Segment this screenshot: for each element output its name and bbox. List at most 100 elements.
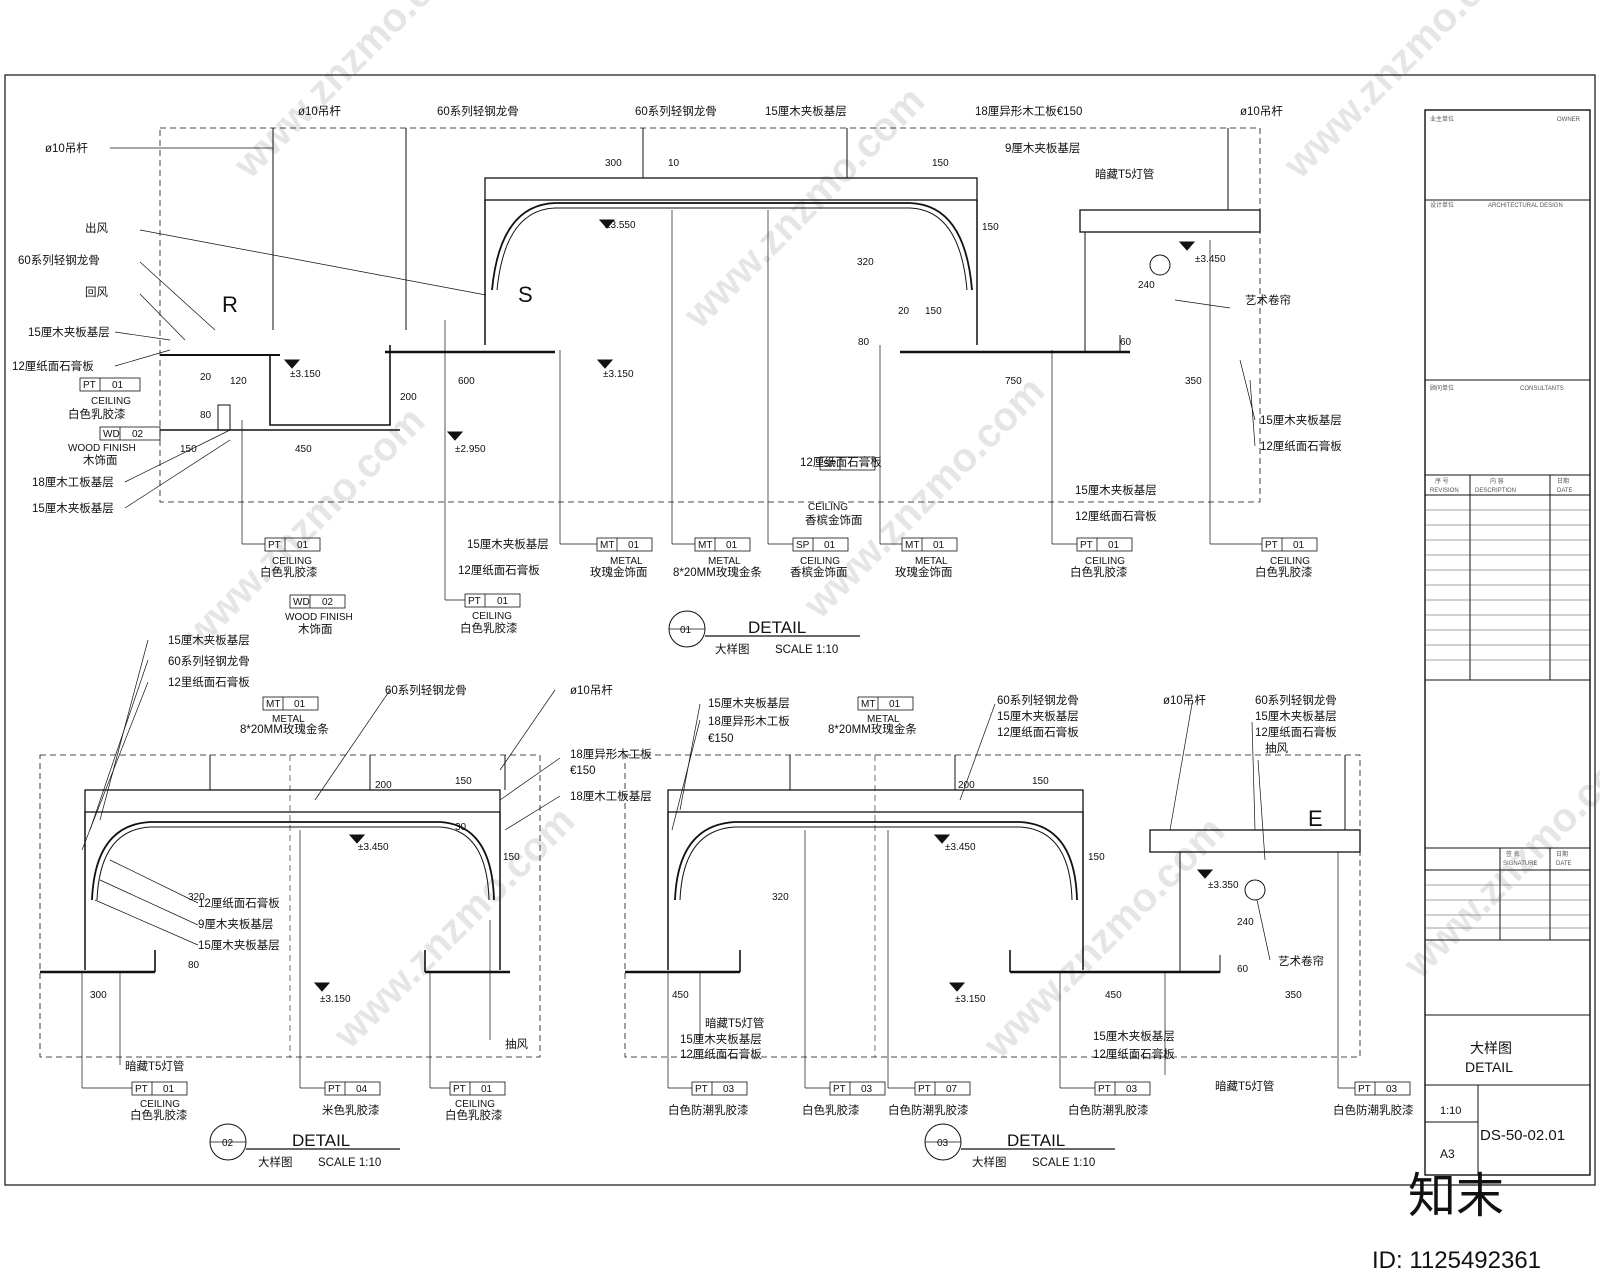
label-white-latex: 白色乳胶漆 xyxy=(1070,565,1128,579)
tag-code: PT xyxy=(1358,1084,1371,1095)
dim-text: 350 xyxy=(1285,990,1302,1001)
detail-scale: SCALE 1:10 xyxy=(1032,1157,1095,1169)
label-gyp12: 12厘纸面石膏板 xyxy=(1260,439,1342,453)
tag-type: CEILING xyxy=(272,556,312,567)
label-rod: ø10吊杆 xyxy=(1163,693,1206,707)
detail-subtitle: 大样图 xyxy=(715,642,750,656)
detail-number: 02 xyxy=(222,1138,234,1149)
label-exhaust: 抽风 xyxy=(1265,741,1288,755)
dim-text: 150 xyxy=(503,852,520,863)
tag-code: 01 xyxy=(628,540,640,551)
label-arc-board-b: €150 xyxy=(708,733,734,745)
tag-code: WD xyxy=(293,597,310,608)
level-text: ±3.150 xyxy=(603,369,634,380)
watermark-text: www.znzmo.com xyxy=(225,0,484,187)
tag-code: 01 xyxy=(1293,540,1305,551)
watermark-text: www.znzmo.com xyxy=(325,798,584,1057)
label-arc-board-b: €150 xyxy=(570,765,596,777)
level-text: ±3.150 xyxy=(290,369,321,380)
label-board18: 18厘木工板基层 xyxy=(32,475,114,489)
tag-code: 01 xyxy=(163,1084,175,1095)
rev-date-label: 日期 xyxy=(1557,477,1569,485)
label-ply9: 9厘木夹板基层 xyxy=(1005,141,1080,155)
label-beige-mold: 白色防潮乳胶漆 xyxy=(888,1103,969,1117)
label-arc-board-a: 18厘异形木工板 xyxy=(708,714,790,728)
tag-code: 03 xyxy=(1126,1084,1138,1095)
label-rod: ø10吊杆 xyxy=(298,104,341,118)
detail-03-texts: 15厘木夹板基层 18厘异形木工板 €150 MT 01 METAL 8*20M… xyxy=(668,693,1414,1169)
label-rose-strip: 8*20MM玫瑰金条 xyxy=(828,722,917,736)
label-t5: 暗藏T5灯管 xyxy=(1095,167,1154,181)
label-white-mold: 白色防潮乳胶漆 xyxy=(668,1103,749,1117)
owner-label-en: OWNER xyxy=(1557,117,1581,123)
tag-type: WOOD FINISH xyxy=(68,443,136,454)
dim-text: 300 xyxy=(90,990,107,1001)
dim-text: 200 xyxy=(400,392,417,403)
detail-scale: SCALE 1:10 xyxy=(775,644,838,656)
design-label: 设计单位 xyxy=(1430,201,1454,209)
watermark-text: www.znzmo.com xyxy=(975,808,1234,1067)
dim-text: 20 xyxy=(898,306,910,317)
dim-text: 150 xyxy=(1088,852,1105,863)
label-keel: 60系列轻钢龙骨 xyxy=(635,104,717,118)
tag-code: PT xyxy=(468,596,481,607)
label-ply15: 15厘木夹板基层 xyxy=(680,1032,762,1046)
label-ply15: 15厘木夹板基层 xyxy=(1260,413,1342,427)
label-rose-strip: 8*20MM玫瑰金条 xyxy=(240,722,329,736)
label-champagne: 香槟金饰面 xyxy=(805,513,863,527)
dim-text: 30 xyxy=(455,822,467,833)
label-ply15: 15厘木夹板基层 xyxy=(168,633,250,647)
dim-text: 200 xyxy=(375,780,392,791)
label-gyp12: 12厘纸面石膏板 xyxy=(198,896,280,910)
tag-code: PT xyxy=(918,1084,931,1095)
label-white-latex: 白色乳胶漆 xyxy=(130,1108,188,1122)
level-text: ±2.950 xyxy=(455,444,486,455)
dim-text: 750 xyxy=(1005,376,1022,387)
dim-text: 240 xyxy=(1138,280,1155,291)
tag-code: 01 xyxy=(889,699,901,710)
tag-code: PT xyxy=(1265,540,1278,551)
tag-code: MT xyxy=(266,699,280,710)
level-text: ±3.450 xyxy=(945,842,976,853)
label-rod: ø10吊杆 xyxy=(570,683,613,697)
tag-type: METAL xyxy=(867,714,900,725)
tag-code: 02 xyxy=(132,429,144,440)
label-keel: 60系列轻钢龙骨 xyxy=(168,654,250,668)
dim-text: 150 xyxy=(455,776,472,787)
tag-type: CEILING xyxy=(1270,556,1310,567)
tag-type: METAL xyxy=(272,714,305,725)
tag-code: 01 xyxy=(294,699,306,710)
label-white-mold: 白色防潮乳胶漆 xyxy=(1333,1103,1414,1117)
label-gyp12: 12厘纸面石膏板 xyxy=(800,455,882,469)
dim-text: 450 xyxy=(672,990,689,1001)
label-keel: 60系列轻钢龙骨 xyxy=(437,104,519,118)
label-supply: 出风 xyxy=(85,221,108,235)
dim-text: 20 xyxy=(200,372,212,383)
dim-text: 200 xyxy=(958,780,975,791)
label-ply9: 9厘木夹板基层 xyxy=(198,917,273,931)
detail-02 xyxy=(39,639,561,1161)
tag-type: METAL xyxy=(610,556,643,567)
tag-code: PT xyxy=(453,1084,466,1095)
rev-desc-label-en: DESCRIPTION xyxy=(1475,488,1516,494)
tag-code: MT xyxy=(600,540,614,551)
detail-subtitle: 大样图 xyxy=(258,1155,293,1169)
tag-code: PT xyxy=(833,1084,846,1095)
label-white-mold: 白色防潮乳胶漆 xyxy=(1068,1103,1149,1117)
label-ply15: 15厘木夹板基层 xyxy=(1093,1029,1175,1043)
label-ply15: 15厘木夹板基层 xyxy=(198,938,280,952)
sign-label-en: SIGNATURE xyxy=(1503,861,1538,867)
label-white-latex: 白色乳胶漆 xyxy=(460,621,518,635)
label-white-latex: 白色乳胶漆 xyxy=(802,1103,860,1117)
tag-code: PT xyxy=(135,1084,148,1095)
label-gyp12: 12厘纸面石膏板 xyxy=(458,563,540,577)
detail-scale: SCALE 1:10 xyxy=(318,1157,381,1169)
dim-text: 150 xyxy=(180,444,197,455)
level-text: ±3.450 xyxy=(1195,254,1226,265)
tag-code: 01 xyxy=(1108,540,1120,551)
label-exhaust: 抽风 xyxy=(505,1037,528,1051)
detail-number: 01 xyxy=(680,625,692,636)
dim-text: 150 xyxy=(925,306,942,317)
label-white-latex: 白色乳胶漆 xyxy=(260,565,318,579)
dim-text: 300 xyxy=(605,158,622,169)
